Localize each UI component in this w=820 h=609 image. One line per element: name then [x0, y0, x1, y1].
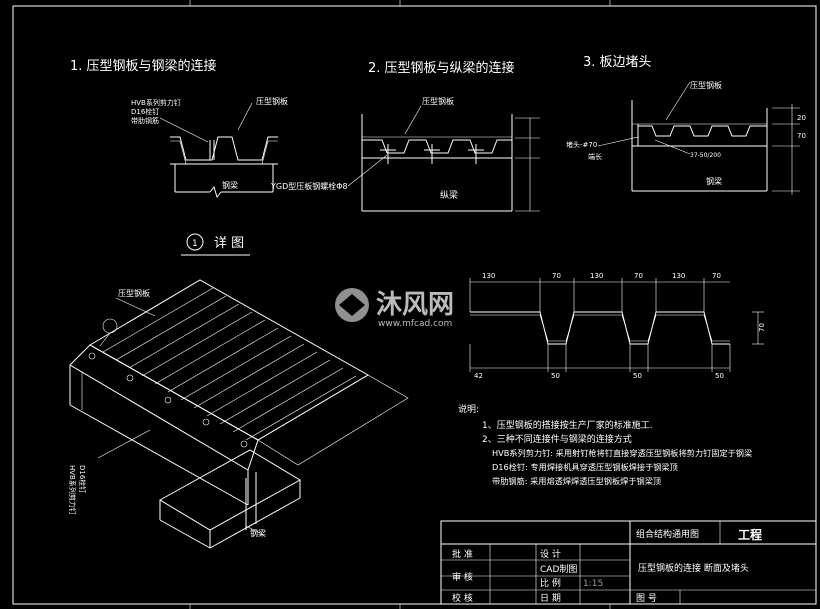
- dim-70-a: 70: [552, 272, 561, 280]
- section-2-title: 2. 压型钢板与纵梁的连接: [368, 60, 515, 76]
- notes-heading: 说明:: [458, 403, 479, 415]
- dim-130-b: 130: [590, 272, 603, 280]
- detail-title-text: 详 图: [214, 236, 244, 251]
- s3-dim-h1: 20: [797, 114, 806, 122]
- s1-stud-label-3: 带肋钢筋: [131, 116, 159, 125]
- note-1: 1、压型钢板的搭接按生产厂家的标准施工.: [482, 419, 653, 431]
- note-5: 带肋钢筋: 采用熔透焊焊透压型钢板焊于钢梁顶: [492, 476, 661, 486]
- dim-130-a: 130: [482, 272, 495, 280]
- tb-design: 设 计: [540, 548, 561, 560]
- s3-deck-label: 压型钢板: [690, 80, 722, 90]
- tb-drawing-title: 压型钢板的连接 断面及堵头: [638, 562, 749, 574]
- deck-profile: [469, 278, 764, 372]
- tb-project-label: 组合结构通用图: [636, 528, 699, 540]
- section-1-drawing: [159, 102, 278, 199]
- dim-50-b: 50: [633, 372, 642, 380]
- tb-check: 校 核: [452, 592, 473, 604]
- iso-stud-label-1: HVB系列剪力钉: [68, 465, 77, 515]
- s1-deck-label: 压型钢板: [256, 96, 288, 106]
- detail-title: [181, 233, 250, 256]
- iso-stud-label-2: D16栓钉: [78, 465, 87, 493]
- s3-endcap-label-2: 端长: [588, 152, 602, 161]
- tb-sheet-no: 图 号: [636, 593, 657, 604]
- s3-beam-label: 钢梁: [706, 176, 722, 186]
- section-3-drawing: [597, 81, 800, 195]
- s3-dim-note: 37-50/200: [690, 152, 721, 159]
- iso-beam-label: 钢梁: [250, 528, 266, 538]
- section-1-title: 1. 压型钢板与钢梁的连接: [70, 58, 217, 74]
- iso-deck-label: 压型钢板: [118, 288, 150, 298]
- section-3-title: 3. 板边堵头: [583, 55, 652, 70]
- dim-70-c: 70: [712, 272, 721, 280]
- dim-50-a: 50: [551, 372, 560, 380]
- s3-endcap-label: 堵头-#70: [566, 140, 597, 149]
- isometric-deck: [69, 279, 409, 549]
- tb-scale-label: 比 例: [540, 577, 561, 589]
- tb-review: 审 核: [452, 571, 473, 583]
- s2-long-beam-label: 纵梁: [440, 189, 458, 201]
- watermark-url: www.mfcad.com: [378, 319, 452, 329]
- dim-130-c: 130: [672, 272, 685, 280]
- detail-number: 1: [192, 239, 198, 249]
- section-2-drawing: [347, 105, 540, 212]
- dim-50-c: 50: [715, 372, 724, 380]
- tb-approve: 批 准: [452, 548, 473, 560]
- note-2: 2、三种不同连接件与钢梁的连接方式: [482, 433, 632, 445]
- note-3: HVB系列剪力钉: 采用射钉枪将钉直接穿透压型钢板将剪力钉固定于钢梁: [492, 448, 752, 458]
- dim-70-height: 70: [758, 323, 766, 332]
- drawing-border: [12, 5, 817, 605]
- dim-70-b: 70: [634, 272, 643, 280]
- tb-project: 工程: [738, 527, 762, 542]
- s3-dim-h2: 70: [797, 132, 806, 140]
- s2-deck-label: 压型钢板: [422, 96, 454, 106]
- s2-ygd-label: YGD型压板钢螺栓Φ8: [270, 181, 348, 191]
- tb-cad: CAD制图: [540, 563, 577, 575]
- dim-42: 42: [474, 372, 483, 380]
- tb-date: 日 期: [540, 593, 561, 604]
- s1-beam-label: 钢梁: [222, 180, 238, 190]
- watermark: [335, 288, 369, 322]
- watermark-brand: 沐风网: [376, 290, 454, 320]
- note-4: D16栓钉: 专用焊接机具穿透压型钢板焊接于钢梁顶: [492, 462, 678, 472]
- tb-scale-value: 1:15: [583, 579, 603, 589]
- title-block: [440, 520, 817, 605]
- s1-stud-label-2: D16栓钉: [131, 107, 159, 116]
- s1-stud-label-1: HVB系列剪力钉: [131, 98, 181, 107]
